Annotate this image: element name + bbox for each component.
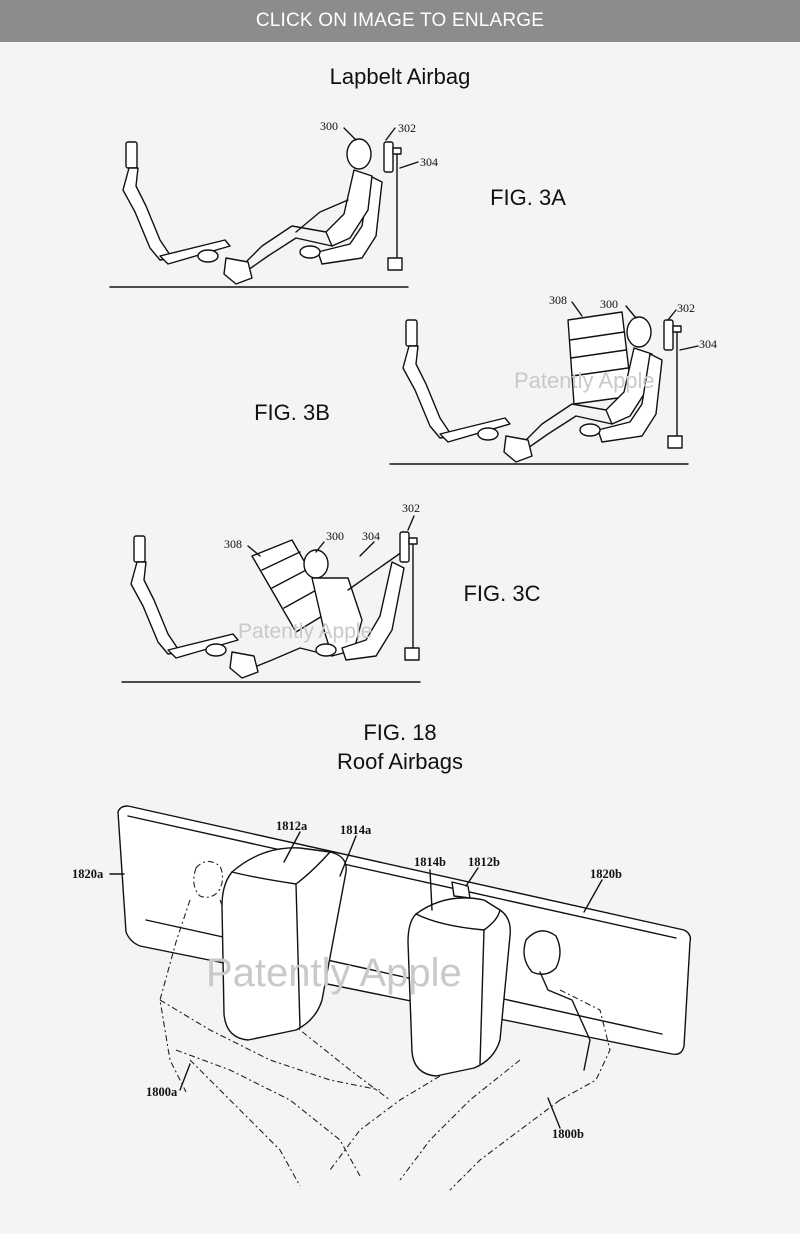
rear-seat: [315, 561, 405, 661]
headrest-302: [383, 141, 394, 173]
front-seat: [402, 319, 511, 443]
ref-1800a: 1800a: [146, 1085, 178, 1099]
lapbelt-304: [404, 537, 420, 661]
watermark-fig3c: Patently Apple: [238, 620, 372, 643]
airbag-308: [567, 311, 633, 405]
ref-304-fig3b: 304: [699, 337, 717, 351]
watermark-fig3b: Patently Apple: [514, 368, 655, 393]
front-seat: [122, 141, 231, 265]
watermark-fig18: Patently Apple: [206, 951, 462, 995]
enlarge-image-banner[interactable]: CLICK ON IMAGE TO ENLARGE: [0, 0, 800, 42]
ref-308-fig3c: 308: [224, 537, 242, 551]
lapbelt-304: [387, 147, 403, 271]
fig-3c-label: FIG. 3C: [463, 581, 540, 606]
fig-3a-label: FIG. 3A: [490, 185, 566, 210]
ref-302-fig3b: 302: [677, 301, 695, 315]
ref-1800b: 1800b: [552, 1127, 584, 1141]
section-title-roof-airbags: Roof Airbags: [337, 749, 463, 774]
headrest-302: [399, 531, 410, 563]
roof-panel: [117, 805, 692, 1056]
headrest-302: [663, 319, 674, 351]
ref-302-fig3a: 302: [398, 121, 416, 135]
ref-1814a: 1814a: [340, 823, 372, 837]
ref-302-fig3c: 302: [402, 501, 420, 515]
ref-1814b: 1814b: [414, 855, 446, 869]
occupant-300: [229, 549, 403, 679]
ref-1820b: 1820b: [590, 867, 622, 881]
rear-seat: [579, 353, 663, 443]
fig-3a-drawing: [109, 127, 419, 288]
rear-seat: [299, 175, 383, 265]
lapbelt-304: [667, 325, 683, 449]
occupant-300: [503, 316, 653, 463]
ref-300-fig3b: 300: [600, 297, 618, 311]
ref-1820a: 1820a: [72, 867, 104, 881]
fig-3b-label: FIG. 3B: [254, 400, 330, 425]
ref-300-fig3c: 300: [326, 529, 344, 543]
fig-18-label: FIG. 18: [363, 720, 436, 745]
airbag-1812a: [221, 847, 347, 1041]
ref-300-fig3a: 300: [320, 119, 338, 133]
fig-3c-drawing: [121, 515, 421, 683]
fig-18-drawing: [109, 805, 692, 1191]
ref-1812a: 1812a: [276, 819, 308, 833]
ref-304-fig3a: 304: [420, 155, 438, 169]
airbag-1812b: [407, 881, 511, 1077]
ref-304-fig3c: 304: [362, 529, 380, 543]
occupant-300: [223, 138, 373, 285]
fig-3b-drawing: [389, 301, 699, 465]
section-title-lapbelt-airbag: Lapbelt Airbag: [330, 64, 471, 89]
ref-1812b: 1812b: [468, 855, 500, 869]
ref-308-fig3b: 308: [549, 293, 567, 307]
front-seat: [130, 535, 239, 659]
